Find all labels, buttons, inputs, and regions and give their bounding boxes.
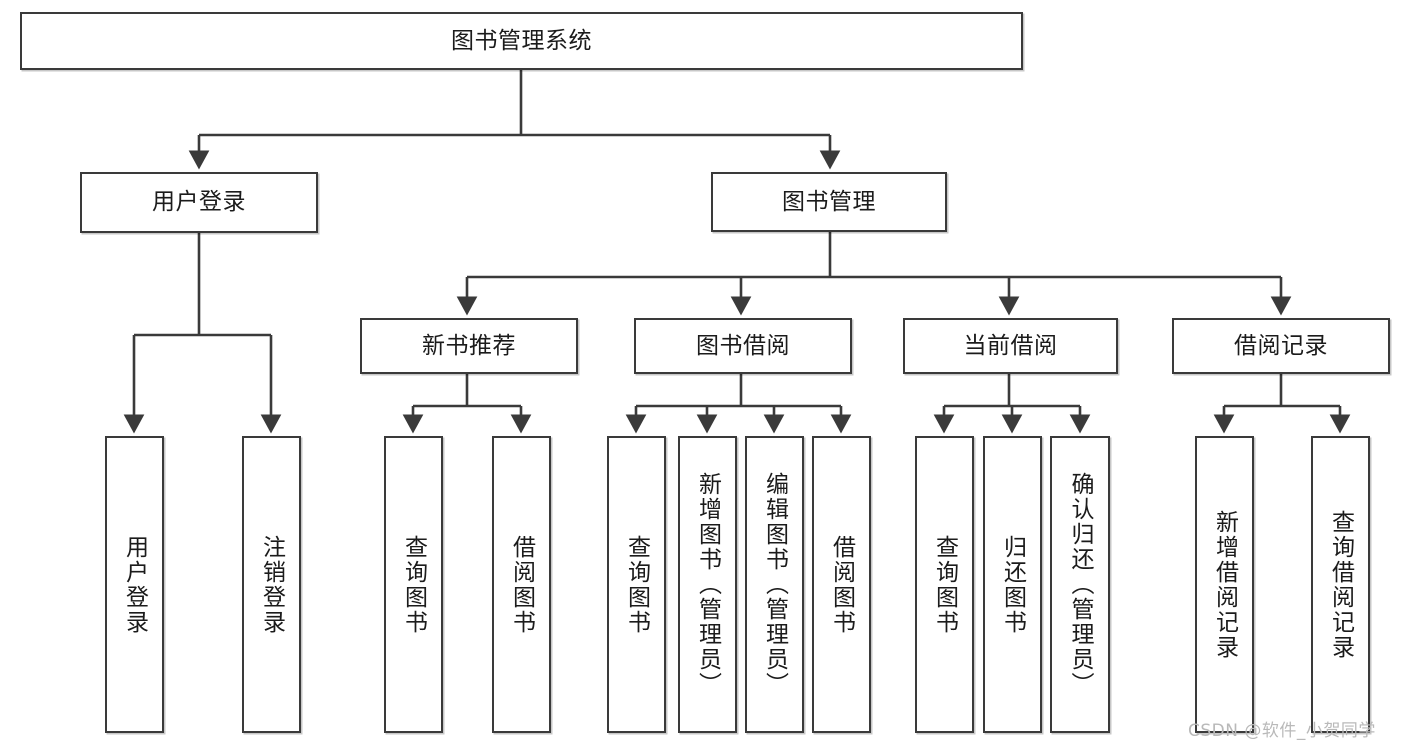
node-leaf-query-borrow-record[interactable]: 查询借阅记录 xyxy=(1311,436,1370,733)
node-leaf-edit-book-label: 编辑图书（管理员） xyxy=(761,472,788,697)
node-leaf-logout-login[interactable]: 注销登录 xyxy=(242,436,301,733)
node-leaf-confirm-return-label: 确认归还（管理员） xyxy=(1067,472,1094,697)
node-leaf-query-book-3[interactable]: 查询图书 xyxy=(915,436,974,733)
node-leaf-add-borrow-record-label: 新增借阅记录 xyxy=(1211,509,1238,660)
node-borrow-record-label: 借阅记录 xyxy=(1234,332,1328,359)
node-leaf-query-book-1-label: 查询图书 xyxy=(400,534,427,635)
node-leaf-borrow-book-1[interactable]: 借阅图书 xyxy=(492,436,551,733)
node-leaf-borrow-book-2[interactable]: 借阅图书 xyxy=(812,436,871,733)
node-leaf-return-book-label: 归还图书 xyxy=(999,534,1026,635)
node-leaf-borrow-book-1-label: 借阅图书 xyxy=(508,534,535,635)
node-leaf-logout-login-label: 注销登录 xyxy=(258,534,285,635)
node-leaf-query-book-1[interactable]: 查询图书 xyxy=(384,436,443,733)
node-new-book-recommend-label: 新书推荐 xyxy=(422,332,516,359)
node-leaf-add-book[interactable]: 新增图书（管理员） xyxy=(678,436,737,733)
node-user-login-label: 用户登录 xyxy=(152,189,246,216)
node-leaf-query-borrow-record-label: 查询借阅记录 xyxy=(1327,509,1354,660)
node-book-borrow[interactable]: 图书借阅 xyxy=(634,318,852,374)
node-leaf-query-book-2[interactable]: 查询图书 xyxy=(607,436,666,733)
node-current-borrow-label: 当前借阅 xyxy=(963,332,1058,359)
node-root[interactable]: 图书管理系统 xyxy=(20,12,1023,70)
node-leaf-add-book-label: 新增图书（管理员） xyxy=(694,472,721,697)
node-borrow-record[interactable]: 借阅记录 xyxy=(1172,318,1390,374)
node-leaf-borrow-book-2-label: 借阅图书 xyxy=(828,534,855,635)
watermark: CSDN @软件_小贺同学 xyxy=(1188,721,1376,741)
node-book-manage[interactable]: 图书管理 xyxy=(711,172,947,232)
node-leaf-user-login-label: 用户登录 xyxy=(121,534,148,635)
node-user-login[interactable]: 用户登录 xyxy=(80,172,318,233)
node-leaf-edit-book[interactable]: 编辑图书（管理员） xyxy=(745,436,804,733)
node-current-borrow[interactable]: 当前借阅 xyxy=(903,318,1118,374)
node-root-label: 图书管理系统 xyxy=(451,27,592,54)
node-leaf-query-book-3-label: 查询图书 xyxy=(931,534,958,635)
node-leaf-query-book-2-label: 查询图书 xyxy=(623,534,650,635)
node-leaf-confirm-return[interactable]: 确认归还（管理员） xyxy=(1050,436,1110,733)
node-leaf-return-book[interactable]: 归还图书 xyxy=(983,436,1042,733)
node-new-book-recommend[interactable]: 新书推荐 xyxy=(360,318,578,374)
node-leaf-add-borrow-record[interactable]: 新增借阅记录 xyxy=(1195,436,1254,733)
node-book-borrow-label: 图书借阅 xyxy=(696,332,790,359)
node-leaf-user-login[interactable]: 用户登录 xyxy=(105,436,164,733)
node-book-manage-label: 图书管理 xyxy=(782,188,876,215)
